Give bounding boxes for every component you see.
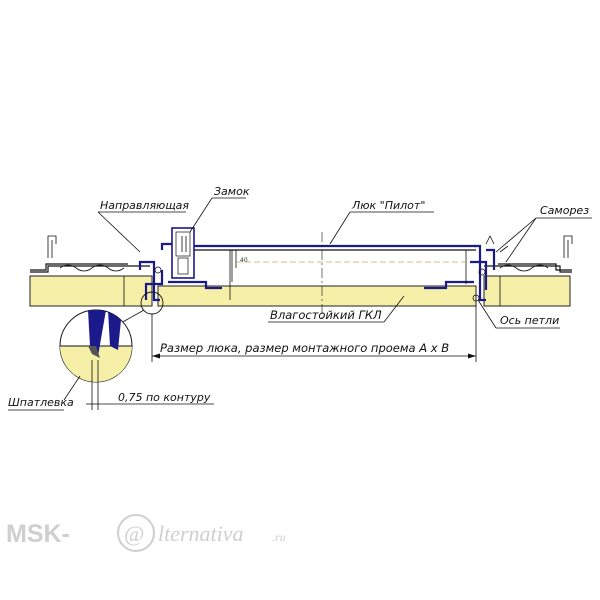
label-gkl: Влагостойкий ГКЛ <box>268 295 405 323</box>
label-lock: Замок <box>189 185 250 233</box>
watermark-tail: lternativa <box>158 521 244 546</box>
size-dimension: Размер люка, размер монтажного проема A … <box>151 306 477 362</box>
label-gkl-text: Влагостойкий ГКЛ <box>270 308 382 322</box>
left-wall-profile <box>30 235 150 273</box>
label-screw: Саморез <box>495 204 592 263</box>
lock-mechanism <box>171 227 195 279</box>
label-screw-text: Саморез <box>540 204 589 217</box>
right-wall-profile <box>484 235 573 273</box>
label-hinge-axis-text: Ось петли <box>500 314 559 327</box>
watermark-domain: .ru <box>272 530 286 544</box>
label-guide: Направляющая <box>97 199 189 253</box>
dim-40-text: 40 <box>240 257 248 264</box>
watermark-at: @ <box>124 521 144 546</box>
gkl-board <box>29 275 571 307</box>
screw-marks <box>154 235 509 302</box>
watermark-logo: MSK- @ lternativa .ru <box>6 514 286 552</box>
label-putty-text: Шпатлевка <box>8 396 74 409</box>
label-lock-text: Замок <box>214 185 250 198</box>
watermark-brand: MSK- <box>6 520 70 548</box>
detail-dimension <box>8 360 214 411</box>
label-guide-text: Направляющая <box>100 199 189 212</box>
label-hatch: Люк "Пилот" <box>329 199 434 245</box>
label-contour-text: 0,75 по контуру <box>118 391 211 404</box>
label-hatch-text: Люк "Пилот" <box>351 199 425 212</box>
label-hinge-axis: Ось петли <box>477 299 560 329</box>
label-size-text: Размер люка, размер монтажного проема A … <box>160 341 449 355</box>
dim-40: 40 <box>231 250 248 282</box>
hatch-frame <box>138 242 496 302</box>
